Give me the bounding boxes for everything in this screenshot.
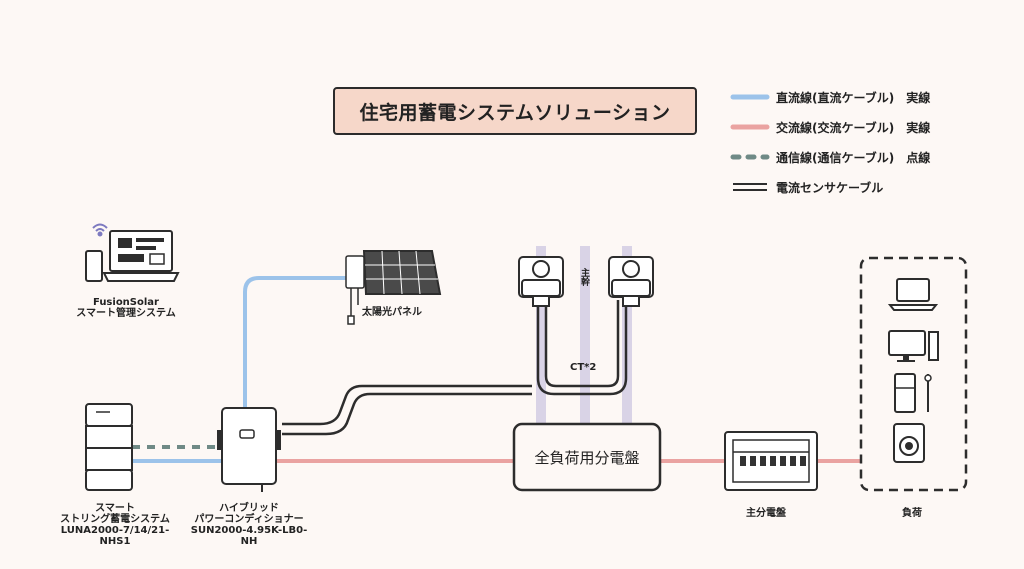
- refrigerator-icon: [894, 373, 932, 413]
- solar-panel-icon: [345, 250, 442, 325]
- legend-dc: 直流線(直流ケーブル) 実線: [776, 90, 931, 105]
- solar-panel-label: 太陽光パネル: [362, 307, 422, 318]
- ct-label: CT*2: [570, 362, 597, 373]
- legend-swatches: [730, 94, 770, 191]
- inverter-icon: [217, 407, 281, 492]
- washing-machine-icon: [893, 423, 925, 463]
- laptop-icon: [887, 278, 939, 311]
- distribution-board-label: 全負荷用分電盤: [534, 448, 640, 467]
- diagram-title: 住宅用蓄電システムソリューション: [333, 87, 697, 135]
- ct-cable: [282, 300, 628, 436]
- main-board-label: 主分電盤: [746, 508, 786, 519]
- legend-ct-cable: 電流センサケーブル: [776, 180, 884, 195]
- ct-clamp-left: [518, 256, 564, 307]
- desktop-computer-icon: [888, 330, 939, 362]
- battery-label: スマート ストリング蓄電システム LUNA2000-7/14/21- NHS1: [60, 503, 170, 547]
- battery-icon: [85, 403, 133, 491]
- main-board-icon: [724, 431, 818, 491]
- distribution-board-box: [512, 422, 662, 492]
- inverter-label: ハイブリッド パワーコンディショナー SUN2000-4.95K-LB0- NH: [190, 503, 308, 547]
- trunk-label: 主幹: [578, 268, 590, 289]
- trunk-label-text: 主幹: [579, 268, 589, 286]
- legend-comm: 通信線(通信ケーブル) 点線: [776, 150, 931, 165]
- dc-cable: [243, 276, 352, 408]
- fusionsolar-devices-icon: [85, 230, 180, 282]
- ct-clamp-right: [608, 256, 654, 307]
- wifi-icon: [92, 223, 108, 237]
- fusionsolar-label: FusionSolar スマート管理システム: [76, 297, 176, 319]
- legend-ac: 交流線(交流ケーブル) 実線: [776, 120, 931, 135]
- load-label: 負荷: [902, 508, 922, 519]
